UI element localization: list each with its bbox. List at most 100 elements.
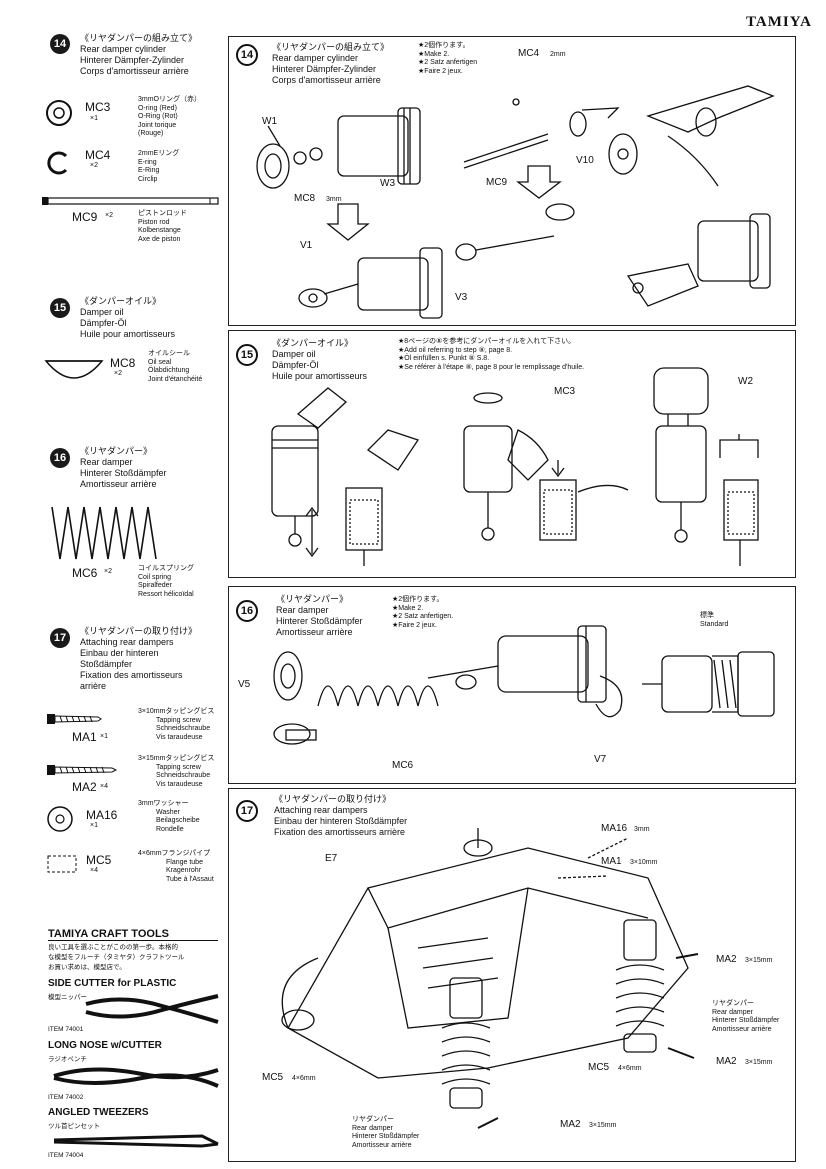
tool-tweezers-title: ANGLED TWEEZERS xyxy=(48,1107,149,1118)
panel-14-illustration xyxy=(256,85,775,319)
panel-15-note-jp: ★8ページの⑧を参考にダンパーオイルを入れて下さい。 xyxy=(398,338,576,345)
rear-damper-right-fr: Amortisseur arrière xyxy=(712,1025,772,1033)
panel-14-title-de: Hinterer Dämpfer-Zylinder xyxy=(272,64,377,74)
callout-ma2-lower-right-size: 3×15mm xyxy=(745,1059,773,1066)
panel-17-title-de: Einbau der hinteren Stoßdämpfer xyxy=(274,816,408,826)
part-ma16-code: MA16 xyxy=(86,808,118,822)
part-mc8-fr: Joint d'étanchéité xyxy=(148,375,203,383)
callout-ma2-bottom: MA2 xyxy=(560,1119,581,1130)
panel-16-title: 《リヤダンパー》 Rear damper Hinterer Stoßdämpfe… xyxy=(276,594,363,638)
step-14-title-de: Hinterer Dämpfer-Zylinder xyxy=(80,55,185,65)
part-mc6-qty: ×2 xyxy=(104,568,112,575)
panel-step-14 xyxy=(228,36,796,326)
panel-16-badge: 16 xyxy=(236,600,258,622)
tool-tweezers-jp: ツル首ピンセット xyxy=(48,1123,100,1130)
panel-15-illustration xyxy=(271,367,759,566)
standard-label-jp: 標準 xyxy=(700,612,714,619)
panel-16-title-fr: Amortisseur arrière xyxy=(276,627,353,637)
panel-step-16 xyxy=(228,586,796,784)
washer-icon xyxy=(47,806,73,832)
part-ma1-en: Tapping screw xyxy=(156,716,201,724)
part-mc3-jp: 3mmOリング（赤） xyxy=(138,96,201,103)
panel-15-title-de: Dämpfer-Öl xyxy=(272,360,319,370)
rear-damper-right-jp: リヤダンパー xyxy=(712,1000,754,1007)
callout-ma16-size: 3mm xyxy=(634,826,650,833)
piston-rod-icon xyxy=(42,197,219,205)
tool-side-cutter-code: ITEM 74001 xyxy=(48,1026,84,1033)
oring-icon xyxy=(46,100,72,126)
panel-14-title-en: Rear damper cylinder xyxy=(272,53,359,63)
step-14-badge: 14 xyxy=(50,34,70,54)
callout-mc5-left-size: 4×6mm xyxy=(292,1075,316,1082)
panel-17-title: 《リヤダンパーの取り付け》 Attaching rear dampers Ein… xyxy=(274,794,407,838)
tool-side-cutter-jp: 模型ニッパー xyxy=(48,994,87,1001)
step-16-title-en: Rear damper xyxy=(80,457,133,467)
tool-long-nose-code: ITEM 74002 xyxy=(48,1094,84,1101)
panel-14-title-jp: 《リヤダンパーの組み立て》 xyxy=(272,42,390,52)
step-16-title-group: 《リヤダンパー》 Rear damper Hinterer Stoßdämpfe… xyxy=(80,446,167,490)
step-16-title-jp: 《リヤダンパー》 xyxy=(80,446,153,456)
standard-label-en: Standard xyxy=(700,620,729,628)
craft-tools-title: TAMIYA CRAFT TOOLS xyxy=(48,928,218,941)
part-ma2-fr: Vis taraudeuse xyxy=(156,780,203,788)
part-ma1-de: Schneidschraube xyxy=(156,725,211,732)
step-14-title-jp: 《リヤダンパーの組み立て》 xyxy=(80,33,198,43)
callout-v1: V1 xyxy=(300,240,313,251)
callout-mc6: MC6 xyxy=(392,760,414,771)
craft-tools-jp1: 良い工具を選ぶことがこのの第一歩。本格的 xyxy=(48,944,178,951)
panel-16-note: ★2個作ります。 ★Make 2. ★2 Satz anfertigen. ★F… xyxy=(392,596,453,630)
panel-16-title-de: Hinterer Stoßdämpfer xyxy=(276,616,363,626)
coil-spring-icon xyxy=(51,506,157,560)
panel-17-illustration xyxy=(281,828,699,1129)
part-mc3-desc: 3mmOリング（赤） O-ring (Red) O-Ring (Rot) Joi… xyxy=(138,96,201,139)
part-mc4-qty: ×2 xyxy=(90,162,98,169)
panel-14-badge: 14 xyxy=(236,44,258,66)
part-ma16-en: Washer xyxy=(156,808,180,816)
part-mc6-de: Spiralfeder xyxy=(138,582,172,589)
callout-v7: V7 xyxy=(594,754,607,765)
part-mc8-de: Ölabdichtung xyxy=(148,367,190,374)
part-ma2-en: Tapping screw xyxy=(156,763,201,771)
step-17-badge: 17 xyxy=(50,628,70,648)
part-mc5-jp: 4×6mmフランジパイプ xyxy=(138,850,211,857)
part-mc8-desc: オイルシール Oil seal Ölabdichtung Joint d'éta… xyxy=(148,350,202,384)
brand-logo: TAMIYA xyxy=(745,14,812,30)
callout-ma2-right: MA2 xyxy=(716,954,737,965)
flange-tube-icon xyxy=(47,855,77,873)
panel-15-title-fr: Huile pour amortisseurs xyxy=(272,371,368,381)
part-ma16-de: Beilagscheibe xyxy=(156,817,200,824)
callout-w2: W2 xyxy=(738,376,753,387)
part-ma1-jp: 3×10mmタッピングビス xyxy=(138,708,215,715)
panel-17-badge: 17 xyxy=(236,800,258,822)
part-mc9-fr: Axe de piston xyxy=(138,235,181,243)
panel-step-17 xyxy=(228,788,796,1162)
rear-damper-left-de: Hinterer Stoßdämpfer xyxy=(352,1133,420,1140)
part-mc9-jp: ピストンロッド xyxy=(138,210,187,217)
callout-ma1-size: 3×10mm xyxy=(630,859,658,866)
part-mc5-desc: 4×6mmフランジパイプ Flange tube Kragenrohr Tube… xyxy=(138,850,214,884)
step-17-title-jp: 《リヤダンパーの取り付け》 xyxy=(80,626,198,636)
callout-mc4-size: 2mm xyxy=(550,51,566,58)
panel-16-note-jp: ★2個作ります。 xyxy=(392,596,444,603)
panel-15-title-en: Damper oil xyxy=(272,349,316,359)
step-15-title-jp: 《ダンパーオイル》 xyxy=(80,296,162,306)
panel-16-note-de: ★2 Satz anfertigen. xyxy=(392,613,454,620)
panel-17-title-fr: Fixation des amortisseurs arrière xyxy=(274,827,406,837)
part-ma16-fr: Rondelle xyxy=(156,825,184,833)
side-cutter-icon xyxy=(85,994,219,1024)
rear-damper-right-label: リヤダンパー Rear damper Hinterer Stoßdämpfer … xyxy=(712,1000,779,1034)
part-mc8-qty: ×2 xyxy=(114,370,122,377)
part-mc4-jp: 2mmEリング xyxy=(138,150,180,157)
panel-16-note-fr: ★Faire 2 jeux. xyxy=(392,621,437,629)
step-15-title-group: 《ダンパーオイル》 Damper oil Dämpfer-Öl Huile po… xyxy=(80,296,175,340)
part-mc3-code: MC3 xyxy=(85,100,111,114)
panel-14-note-jp: ★2個作ります。 xyxy=(418,42,470,49)
part-ma1-desc: 3×10mmタッピングビス Tapping screw Schneidschra… xyxy=(138,708,214,742)
part-ma2-qty: ×4 xyxy=(100,783,108,790)
part-mc5-en: Flange tube xyxy=(166,858,203,866)
panel-14-note-en: ★Make 2. xyxy=(418,50,450,58)
part-mc4-code: MC4 xyxy=(85,148,111,162)
panel-16-note-en: ★Make 2. xyxy=(392,604,424,612)
callout-mc8-size: 3mm xyxy=(326,196,342,203)
panel-14-note-fr: ★Faire 2 jeux. xyxy=(418,67,463,75)
